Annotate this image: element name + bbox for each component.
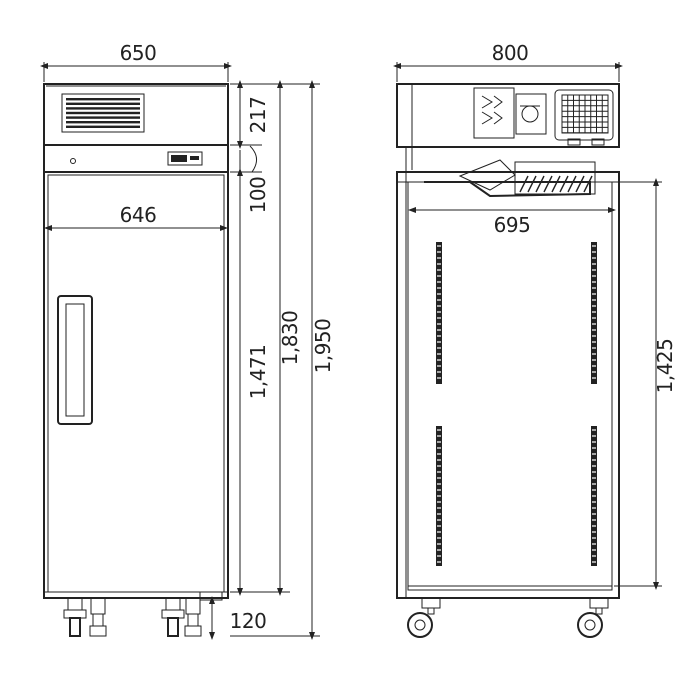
grille-slat bbox=[66, 125, 140, 128]
dim-width-inner: 646 bbox=[120, 203, 157, 227]
grille-slat bbox=[66, 102, 140, 105]
compressor-icon bbox=[473, 87, 547, 139]
evaporator-fin bbox=[575, 175, 585, 193]
shelf-rail-left-upper bbox=[436, 242, 442, 384]
grille-slat bbox=[66, 121, 140, 124]
dim-interior-height: 1,425 bbox=[653, 339, 677, 394]
dim-door-depth: 695 bbox=[494, 213, 531, 237]
evaporator-fin bbox=[583, 175, 593, 193]
shelf-rail-right-upper bbox=[591, 242, 597, 384]
front-door bbox=[47, 174, 225, 593]
condenser-fan-icon bbox=[554, 89, 614, 146]
dim-depth-overall: 800 bbox=[492, 41, 529, 65]
dim-door-height: 1,471 bbox=[246, 345, 270, 400]
caster-wheel-front-icon bbox=[407, 597, 441, 638]
door-handle bbox=[57, 295, 93, 425]
grille-slat bbox=[66, 111, 140, 115]
evaporator-fin bbox=[543, 175, 553, 193]
lock-icon bbox=[70, 158, 76, 164]
evaporator-fin bbox=[519, 175, 529, 193]
dim-width-overall: 650 bbox=[120, 41, 157, 65]
evaporator-assembly-icon bbox=[424, 159, 596, 198]
grille-slat bbox=[66, 98, 140, 101]
vent-grille-icon bbox=[61, 93, 145, 133]
side-view: 800 695 1,425 bbox=[393, 41, 677, 638]
front-view: 650 646 217 100 1,471 1,830 1,950 120 bbox=[40, 41, 335, 640]
evaporator-fin bbox=[567, 175, 577, 193]
dim-top-section-height: 217 bbox=[246, 97, 270, 134]
evaporator-fin bbox=[551, 175, 561, 193]
caster-wheel-rear-icon bbox=[577, 597, 609, 638]
dim-body-height: 1,830 bbox=[278, 311, 302, 366]
side-top-housing bbox=[396, 83, 620, 148]
evaporator-fin bbox=[535, 175, 545, 193]
front-cabinet-outline bbox=[43, 83, 229, 599]
front-legs bbox=[63, 597, 202, 637]
evaporator-fin bbox=[527, 175, 537, 193]
dim-leg-height: 120 bbox=[230, 609, 267, 633]
grille-slat bbox=[66, 116, 140, 119]
dim-panel-gap: 100 bbox=[246, 177, 270, 214]
evaporator-fin bbox=[559, 175, 569, 193]
control-display bbox=[167, 151, 203, 166]
dim-overall-height: 1,950 bbox=[311, 319, 335, 374]
side-cabinet-outline bbox=[396, 171, 620, 599]
grille-slat bbox=[66, 107, 140, 110]
